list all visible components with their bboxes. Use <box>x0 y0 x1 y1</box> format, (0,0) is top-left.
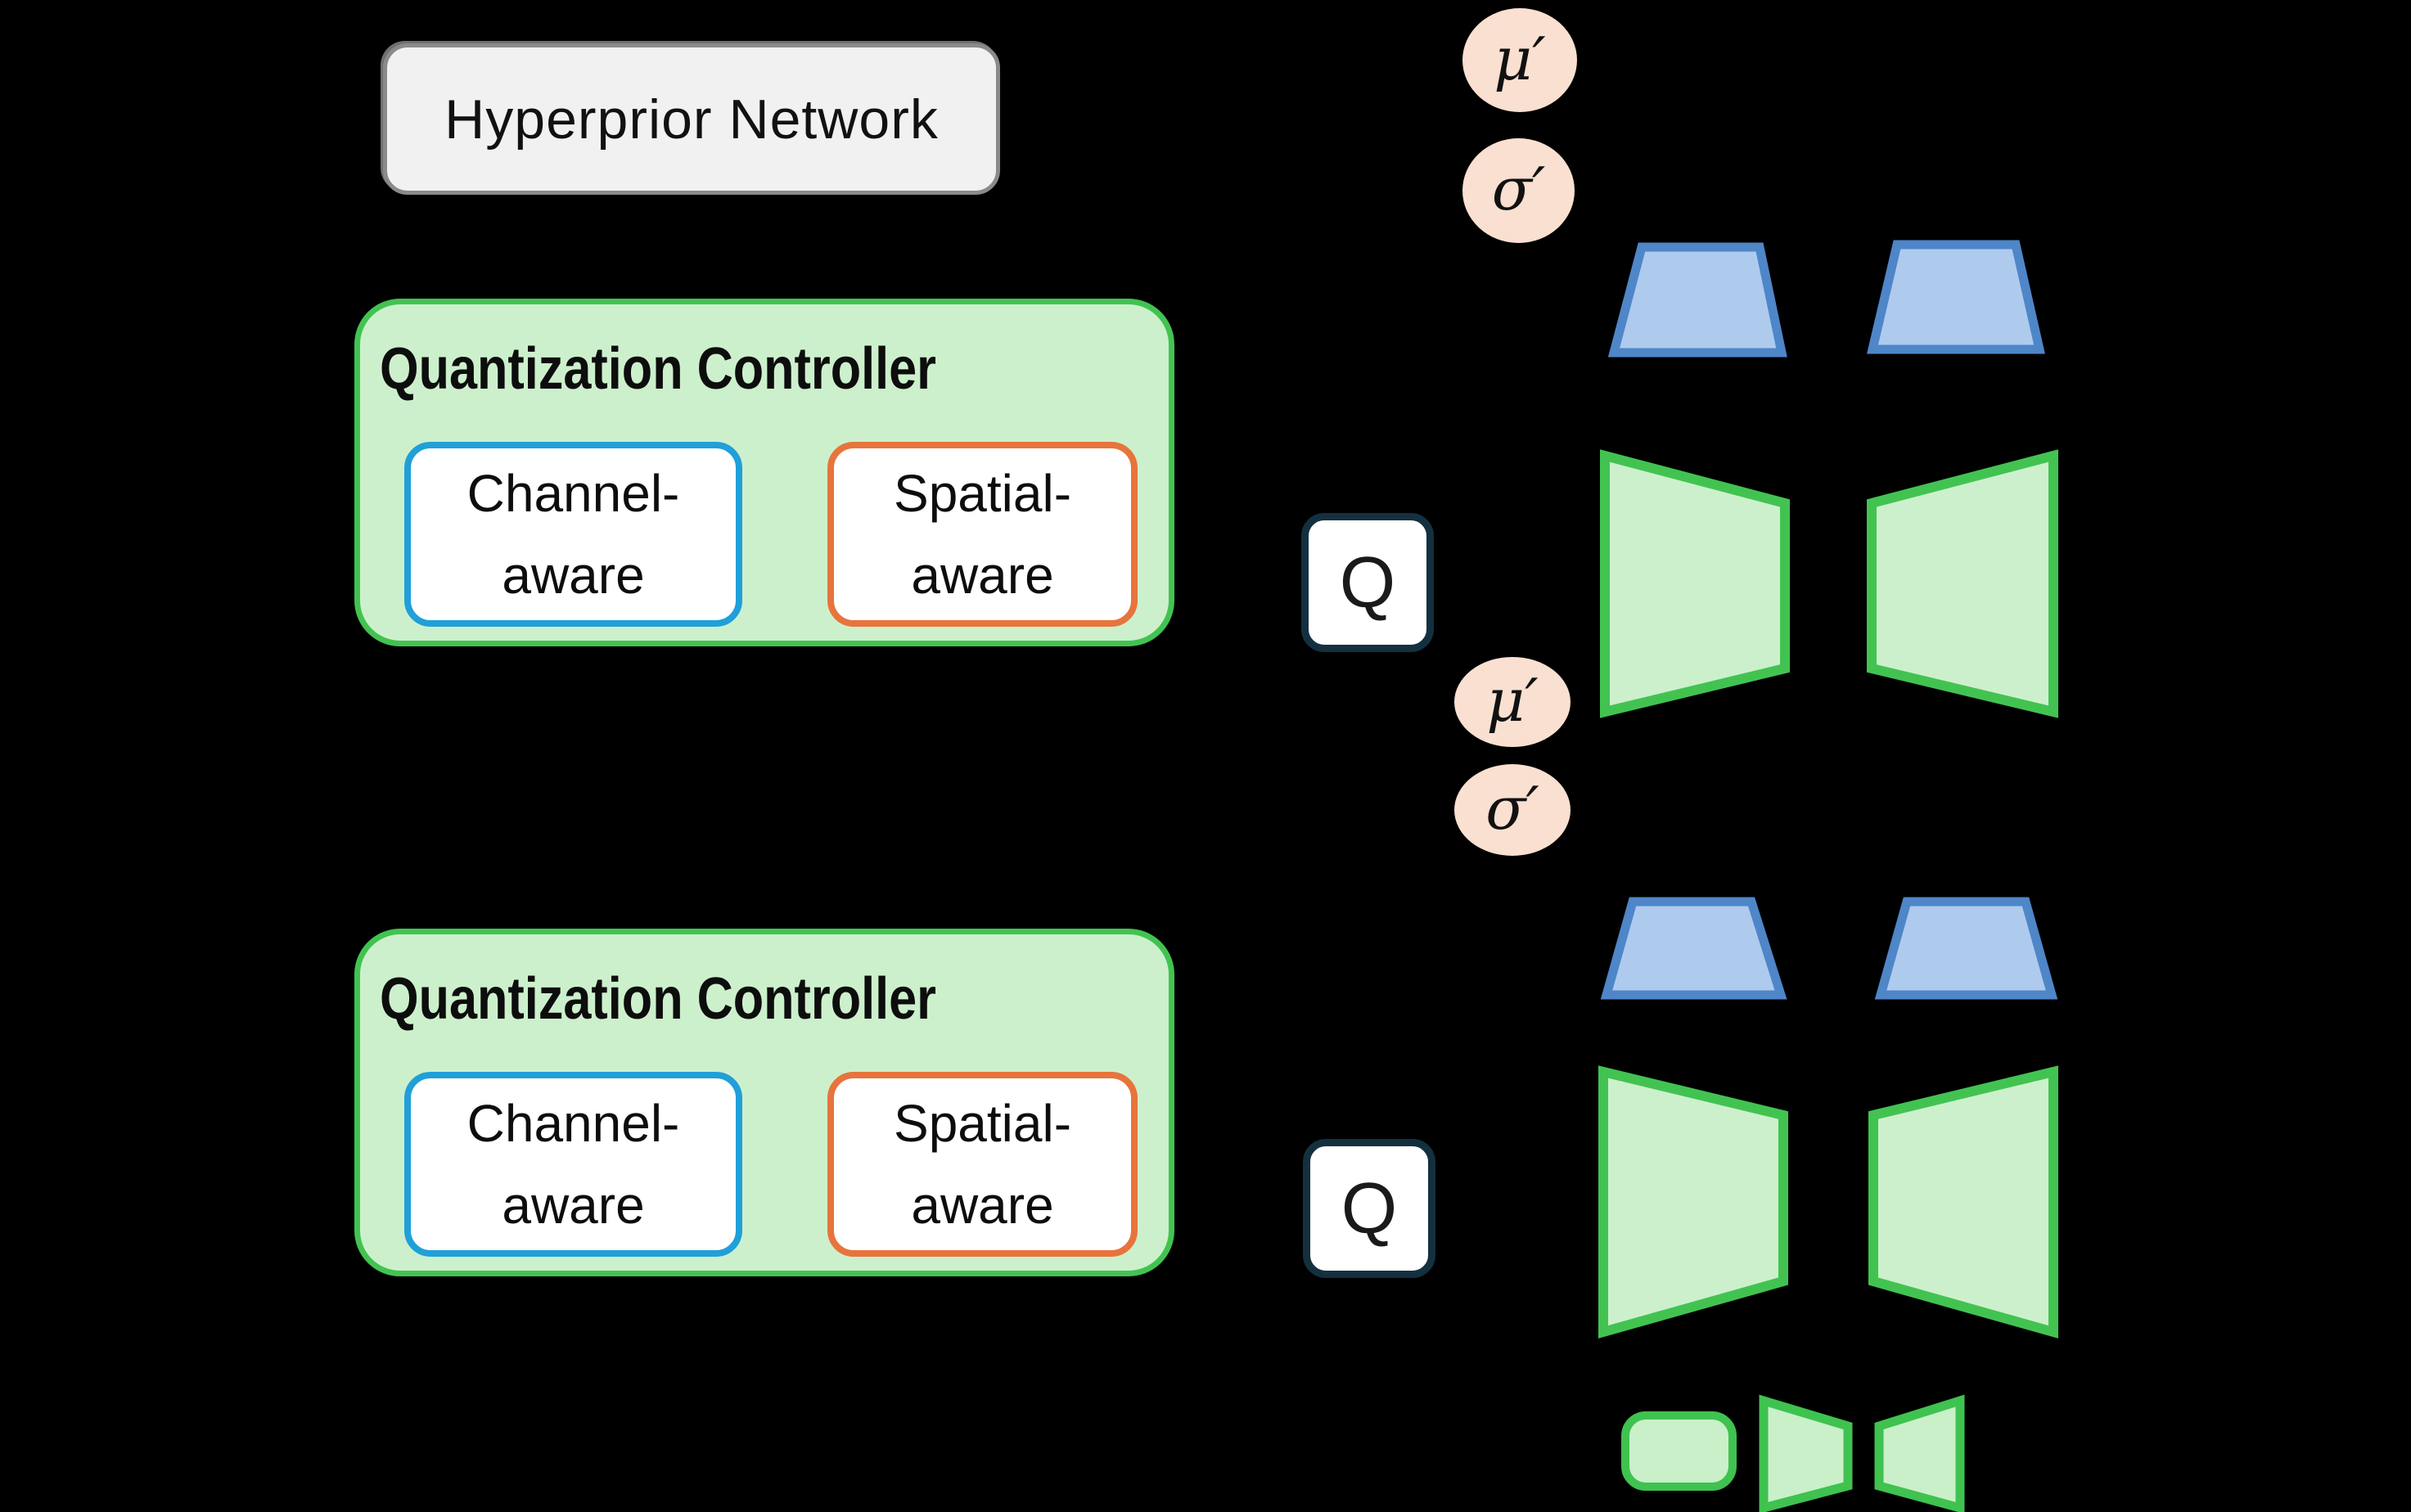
small-encoder-trapezoid-icon <box>1759 1394 1853 1512</box>
entropy-model-rect-icon <box>1621 1411 1737 1491</box>
hyper-trapezoid-icon <box>1600 897 1787 1000</box>
spatial-aware-module: Spatial- aware <box>827 1072 1138 1257</box>
quantizer-box-2: Q <box>1303 1139 1435 1278</box>
spatial-aware-module: Spatial- aware <box>827 442 1138 627</box>
spatial-aware-label-line2: aware <box>911 1176 1054 1235</box>
channel-aware-module: Channel- aware <box>404 1072 742 1257</box>
decoder-trapezoid-icon <box>1867 449 2058 718</box>
mu-prime-circle-2: μ′ <box>1454 657 1571 747</box>
spatial-aware-label-line2: aware <box>911 546 1054 605</box>
channel-aware-module: Channel- aware <box>404 442 742 627</box>
spatial-aware-label-line1: Spatial- <box>894 464 1071 523</box>
quantization-controller-box-1: Quantization Controller Channel- aware S… <box>354 299 1174 646</box>
quantizer-label: Q <box>1341 1168 1398 1249</box>
channel-aware-label-line1: Channel- <box>466 1094 680 1153</box>
hyper-trapezoid-icon <box>1607 242 1787 358</box>
mu-prime-label: μ′ <box>1486 666 1539 735</box>
encoder-trapezoid-icon <box>1598 1065 1788 1339</box>
channel-aware-label-line2: aware <box>502 546 645 605</box>
hyperprior-network-box: Hyperprior Network <box>383 43 1000 195</box>
mu-prime-label: μ′ <box>1494 24 1546 93</box>
hyper-trapezoid-icon <box>1867 240 2045 354</box>
channel-aware-label-line1: Channel- <box>466 464 680 523</box>
sigma-prime-label: σ′ <box>1485 774 1539 843</box>
small-decoder-trapezoid-icon <box>1874 1394 1965 1512</box>
quantization-controller-title: Quantization Controller <box>380 966 936 1032</box>
mu-prime-circle-1: μ′ <box>1462 8 1577 112</box>
quantization-controller-title: Quantization Controller <box>380 336 936 402</box>
sigma-prime-circle-1: σ′ <box>1462 138 1575 243</box>
sigma-prime-label: σ′ <box>1491 155 1546 223</box>
decoder-trapezoid-icon <box>1868 1065 2058 1339</box>
quantizer-box-1: Q <box>1301 513 1434 652</box>
sigma-prime-circle-2: σ′ <box>1454 764 1571 856</box>
quantizer-label: Q <box>1339 542 1396 623</box>
hyper-trapezoid-icon <box>1874 897 2058 1000</box>
channel-aware-label-line2: aware <box>502 1176 645 1235</box>
hyperprior-network-label: Hyperprior Network <box>444 88 939 151</box>
quantization-controller-box-2: Quantization Controller Channel- aware S… <box>354 929 1174 1276</box>
spatial-aware-label-line1: Spatial- <box>894 1094 1071 1153</box>
encoder-trapezoid-icon <box>1600 449 1790 718</box>
